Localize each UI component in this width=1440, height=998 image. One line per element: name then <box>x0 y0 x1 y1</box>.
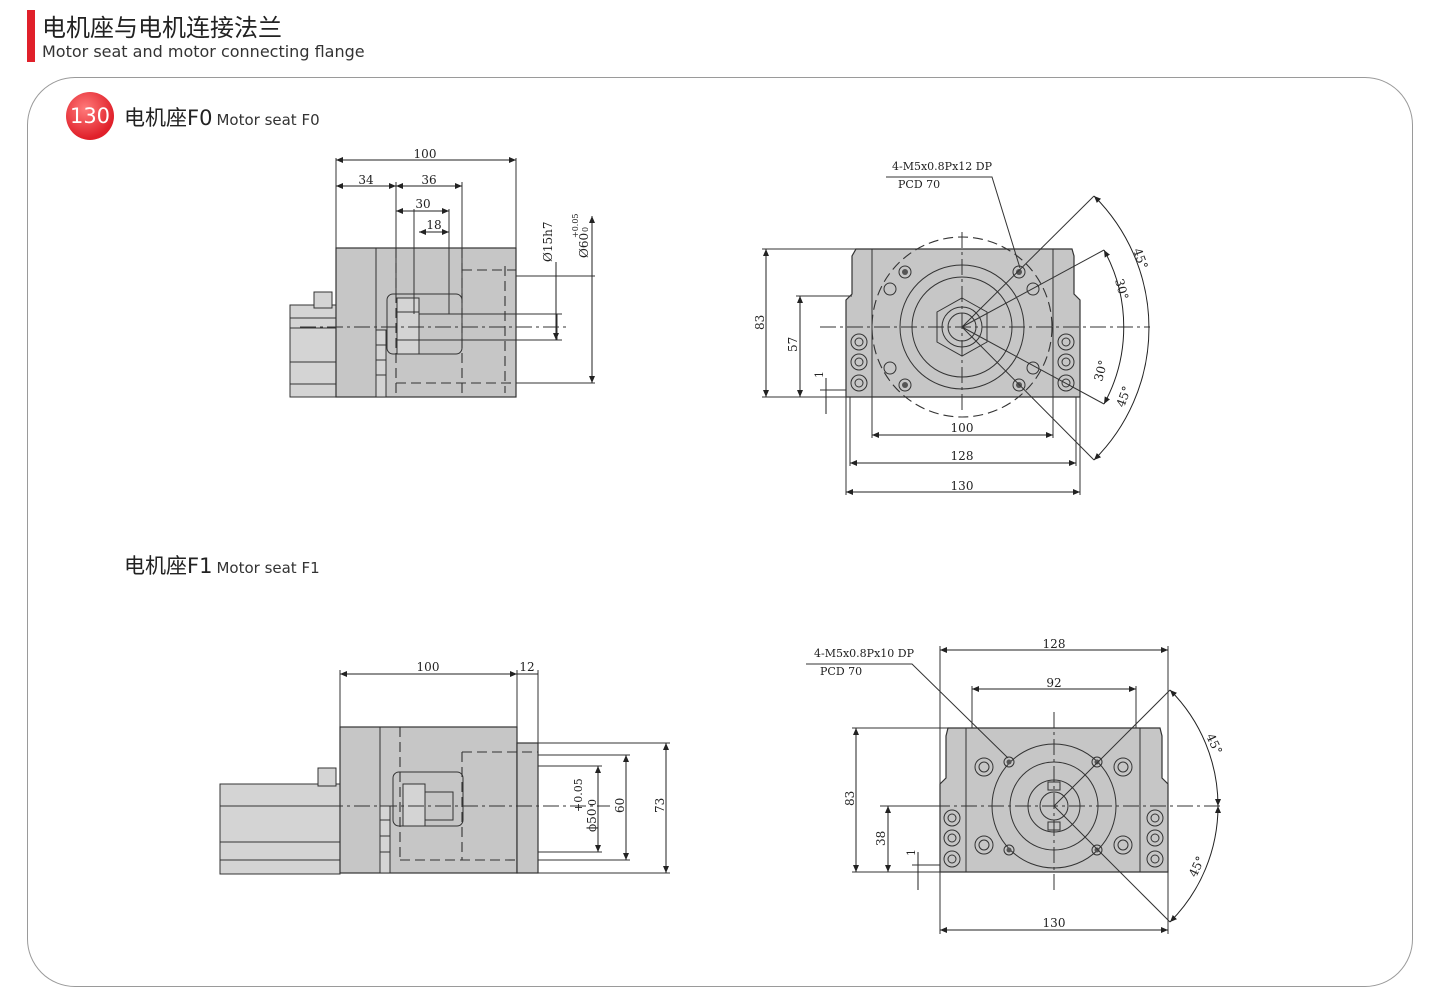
f0-front-hole-spec: 4-M5x0.8Px12 DP <box>892 160 993 173</box>
drawing-panel <box>27 77 1413 987</box>
section-f0-title-en: Motor seat F0 <box>216 111 320 129</box>
size-badge: 130 <box>66 92 114 140</box>
f0-side-view: 100 34 36 30 18 Ø15h7 Ø60 +0.05 0 <box>289 147 595 398</box>
f0-front-dim-small: 1 <box>813 371 826 378</box>
f0-side-dim-total: 100 <box>414 147 437 161</box>
f1-side-spigot-tol-upper: +0.05 <box>572 778 585 812</box>
f1-side-dim-73: 73 <box>653 798 667 813</box>
f0-side-dim-b: 36 <box>421 173 436 187</box>
f1-front-dim-small: 1 <box>905 849 918 856</box>
f0-front-ang2: 30° <box>1112 277 1131 301</box>
section-f0-title-zh: 电机座F0 <box>124 106 213 130</box>
f0-side-spigot-tol-lower: 0 <box>581 227 590 232</box>
f0-side-dim-d: 18 <box>426 218 441 232</box>
section-f1-title-en: Motor seat F1 <box>216 559 320 577</box>
f1-front-ang2: 45° <box>1186 854 1208 879</box>
f1-side-dim-total: 100 <box>417 660 440 674</box>
f1-side-dim-flange: 12 <box>519 660 534 674</box>
f1-front-dim-w-top: 128 <box>1043 637 1066 651</box>
f0-side-spigot-tol-upper: +0.05 <box>571 213 580 238</box>
f1-front-ang1: 45° <box>1203 731 1225 756</box>
f0-front-dim-w1: 100 <box>951 421 974 435</box>
f0-front-ang1: 45° <box>1130 246 1150 271</box>
f1-front-pcd: PCD 70 <box>820 665 862 678</box>
f1-front-dim-w-bottom: 130 <box>1043 916 1066 930</box>
f1-front-dim-mid: 38 <box>874 831 888 846</box>
page-title-zh: 电机座与电机连接法兰 <box>42 14 282 42</box>
title-accent-bar <box>27 10 35 62</box>
f1-side-spigot-tol-lower: 0 <box>586 799 599 806</box>
f0-front-dim-mid: 57 <box>786 337 800 352</box>
f1-front-dim-height: 83 <box>843 791 857 806</box>
page-title-en: Motor seat and motor connecting flange <box>42 42 365 61</box>
f0-side-dim-shaft: Ø15h7 <box>541 222 555 262</box>
f0-front-view: 45° 30° 30° 45° 4-M5x0.8Px12 DP PCD 70 8… <box>753 160 1151 495</box>
f1-front-hole-spec: 4-M5x0.8Px10 DP <box>814 647 915 660</box>
f1-front-dim-w-inner: 92 <box>1046 676 1061 690</box>
f1-side-view: 100 12 ϕ50 +0.05 0 60 73 <box>219 660 670 875</box>
f0-front-pcd: PCD 70 <box>898 178 940 191</box>
f1-side-dim-60: 60 <box>613 798 627 813</box>
f0-side-dim-c: 30 <box>415 197 430 211</box>
f0-front-dim-height: 83 <box>753 315 767 330</box>
f0-side-dim-spigot: Ø60 <box>577 233 591 258</box>
f0-front-ang3: 30° <box>1091 359 1110 383</box>
section-f1-title-zh: 电机座F1 <box>124 554 213 578</box>
f1-side-dim-spigot: ϕ50 <box>585 809 599 832</box>
f0-front-dim-w2: 128 <box>951 449 974 463</box>
f0-side-dim-a: 34 <box>358 173 374 187</box>
f0-front-ang4: 45° <box>1114 384 1134 409</box>
f0-front-dim-w3: 130 <box>951 479 974 493</box>
f1-front-view: 45° 45° 4-M5x0.8Px10 DP PCD 70 128 92 83… <box>806 637 1225 934</box>
f1-front-bolt-holes <box>943 756 1164 868</box>
